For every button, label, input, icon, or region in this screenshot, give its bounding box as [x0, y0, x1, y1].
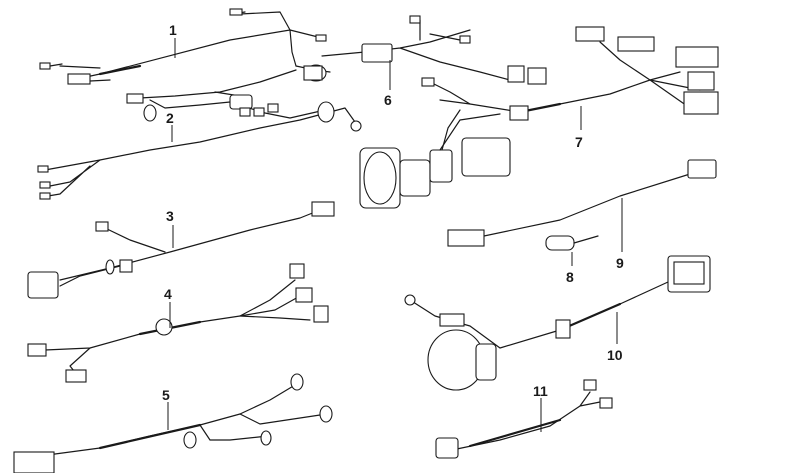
label-3: 3	[166, 208, 174, 224]
harness-4-connector	[27, 343, 47, 357]
harness-2	[37, 101, 362, 200]
label-6: 6	[384, 92, 392, 108]
label-4: 4	[164, 286, 172, 302]
part-8	[545, 235, 599, 251]
harness-5-connector	[13, 451, 55, 473]
harness-4	[27, 263, 329, 383]
harness-11	[435, 379, 613, 459]
harness-9-connector-b	[687, 159, 717, 179]
label-8: 8	[566, 269, 574, 285]
label-5: 5	[162, 387, 170, 403]
harness-7-connector-a	[575, 26, 605, 42]
label-11: 11	[533, 383, 548, 399]
leader-lines	[167, 38, 623, 432]
harness-1	[39, 8, 331, 122]
label-9: 9	[616, 255, 624, 271]
harness-3-connector	[27, 271, 59, 299]
part-8-sleeve	[545, 235, 575, 251]
harness-5	[13, 373, 333, 473]
harness-10	[404, 255, 711, 391]
label-1: 1	[169, 22, 177, 38]
label-2: 2	[166, 110, 174, 126]
harness-7	[359, 26, 719, 209]
harness-11-connector	[435, 437, 459, 459]
label-7: 7	[575, 134, 583, 150]
harness-9	[447, 159, 717, 247]
harness-1-terminal	[39, 62, 51, 70]
harness-7-round-connector	[363, 151, 397, 205]
harness-9-connector-a	[447, 229, 485, 247]
harness-3	[27, 201, 335, 299]
harness-1-connector	[67, 73, 91, 85]
label-10: 10	[607, 347, 623, 363]
harness-6	[321, 15, 547, 85]
harness-6-connector	[361, 43, 393, 63]
